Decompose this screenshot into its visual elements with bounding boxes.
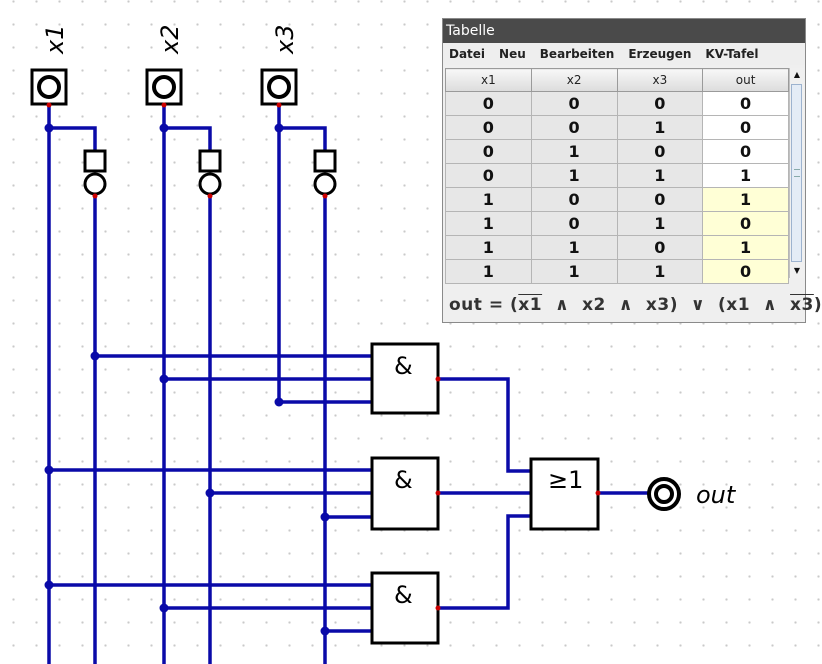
column-header[interactable]: x3	[616, 68, 704, 92]
input-cell: 0	[616, 91, 704, 116]
wire-and3-out	[438, 514, 531, 610]
output-cell[interactable]: 1	[702, 163, 789, 188]
and-gate-2-symbol: &	[394, 466, 413, 494]
input-cell: 1	[530, 139, 618, 164]
input-cell: 0	[530, 187, 618, 212]
menu-bearbeiten[interactable]: Bearbeiten	[539, 47, 615, 61]
and-gate-1[interactable]: &	[370, 342, 441, 415]
input-label-x3: x3	[271, 25, 299, 55]
column-header[interactable]: out	[702, 68, 789, 92]
menu-bar: Datei Neu Bearbeiten Erzeugen KV-Tafel	[443, 43, 805, 65]
input-switch-x2[interactable]: x2	[145, 25, 184, 108]
junction	[274, 397, 284, 407]
input-cell: 1	[530, 259, 618, 284]
output-lamp[interactable]: out	[647, 477, 737, 511]
junction	[159, 603, 169, 613]
wire-x3-branch	[279, 126, 327, 150]
and-gate-2[interactable]: &	[370, 456, 441, 531]
input-cell: 0	[530, 115, 618, 140]
inverter-x1	[83, 149, 107, 199]
junction	[44, 123, 54, 133]
input-cell: 1	[616, 211, 704, 236]
input-cell: 1	[445, 235, 532, 260]
scroll-thumb[interactable]	[791, 84, 802, 262]
input-switch-x3[interactable]: x3	[260, 25, 299, 108]
menu-kv-tafel[interactable]: KV-Tafel	[705, 47, 759, 61]
column-header[interactable]: x1	[445, 68, 532, 92]
input-switch-x1[interactable]: x1	[30, 25, 69, 108]
input-cell: 0	[616, 235, 704, 260]
and-gate-3-symbol: &	[394, 581, 413, 609]
input-cell: 1	[530, 235, 618, 260]
input-cell: 1	[445, 211, 532, 236]
table-header-row: x1 x2 x3 out	[445, 68, 789, 92]
junction	[44, 580, 54, 590]
output-cell[interactable]: 0	[702, 91, 789, 116]
junction	[274, 123, 284, 133]
and-gate-3[interactable]: &	[370, 571, 441, 645]
output-cell[interactable]: 1	[702, 235, 789, 260]
junction	[320, 626, 330, 636]
wire-and1-out	[438, 377, 531, 473]
output-cell[interactable]: 0	[702, 139, 789, 164]
input-cell: 0	[445, 163, 532, 188]
or-gate-symbol: ≥1	[548, 466, 583, 494]
input-cell: 0	[530, 211, 618, 236]
menu-datei[interactable]: Datei	[449, 47, 486, 61]
input-cell: 0	[616, 187, 704, 212]
inverter-x2	[198, 149, 222, 199]
wire-x2-branch	[164, 126, 212, 150]
scroll-up-icon[interactable]: ▲	[793, 70, 801, 79]
or-gate[interactable]: ≥1	[529, 457, 601, 531]
input-cell: 1	[530, 163, 618, 188]
input-cell: 0	[445, 115, 532, 140]
input-label-x2: x2	[156, 25, 184, 55]
output-cell[interactable]: 0	[702, 211, 789, 236]
column-header[interactable]: x2	[530, 68, 618, 92]
input-cell: 1	[445, 259, 532, 284]
junction	[205, 488, 215, 498]
input-label-x1: x1	[41, 25, 69, 55]
junction	[159, 374, 169, 384]
inverter-x3	[313, 149, 337, 199]
output-cell[interactable]: 0	[702, 259, 789, 284]
input-cell: 1	[445, 187, 532, 212]
and-gate-1-symbol: &	[394, 352, 413, 380]
input-cell: 1	[616, 115, 704, 140]
junction	[44, 465, 54, 475]
input-cell: 0	[616, 139, 704, 164]
input-cell: 0	[445, 91, 532, 116]
menu-erzeugen[interactable]: Erzeugen	[628, 47, 692, 61]
junction	[159, 123, 169, 133]
output-label: out	[696, 481, 737, 509]
input-cell: 1	[616, 259, 704, 284]
input-cell: 1	[616, 163, 704, 188]
junction-nodes	[44, 123, 330, 636]
boolean-formula: out = (x1 ∧ x2 ∧ x3) ∨ (x1 ∧ x3)	[449, 295, 822, 315]
window-title: Tabelle	[443, 19, 805, 43]
output-cell[interactable]: 0	[702, 115, 789, 140]
junction	[90, 351, 100, 361]
and-input-wires	[49, 354, 372, 633]
input-cell: 0	[445, 139, 532, 164]
junction	[320, 512, 330, 522]
scroll-down-icon[interactable]: ▼	[793, 266, 801, 275]
menu-neu[interactable]: Neu	[499, 47, 526, 61]
wire-x1-branch	[49, 126, 97, 150]
input-cell: 0	[530, 91, 618, 116]
table-scrollbar[interactable]: ▲ ▼	[789, 68, 804, 278]
output-cell[interactable]: 1	[702, 187, 789, 212]
truth-table-window[interactable]: Tabelle Datei Neu Bearbeiten Erzeugen KV…	[442, 18, 822, 323]
or-input-wires	[438, 377, 650, 610]
